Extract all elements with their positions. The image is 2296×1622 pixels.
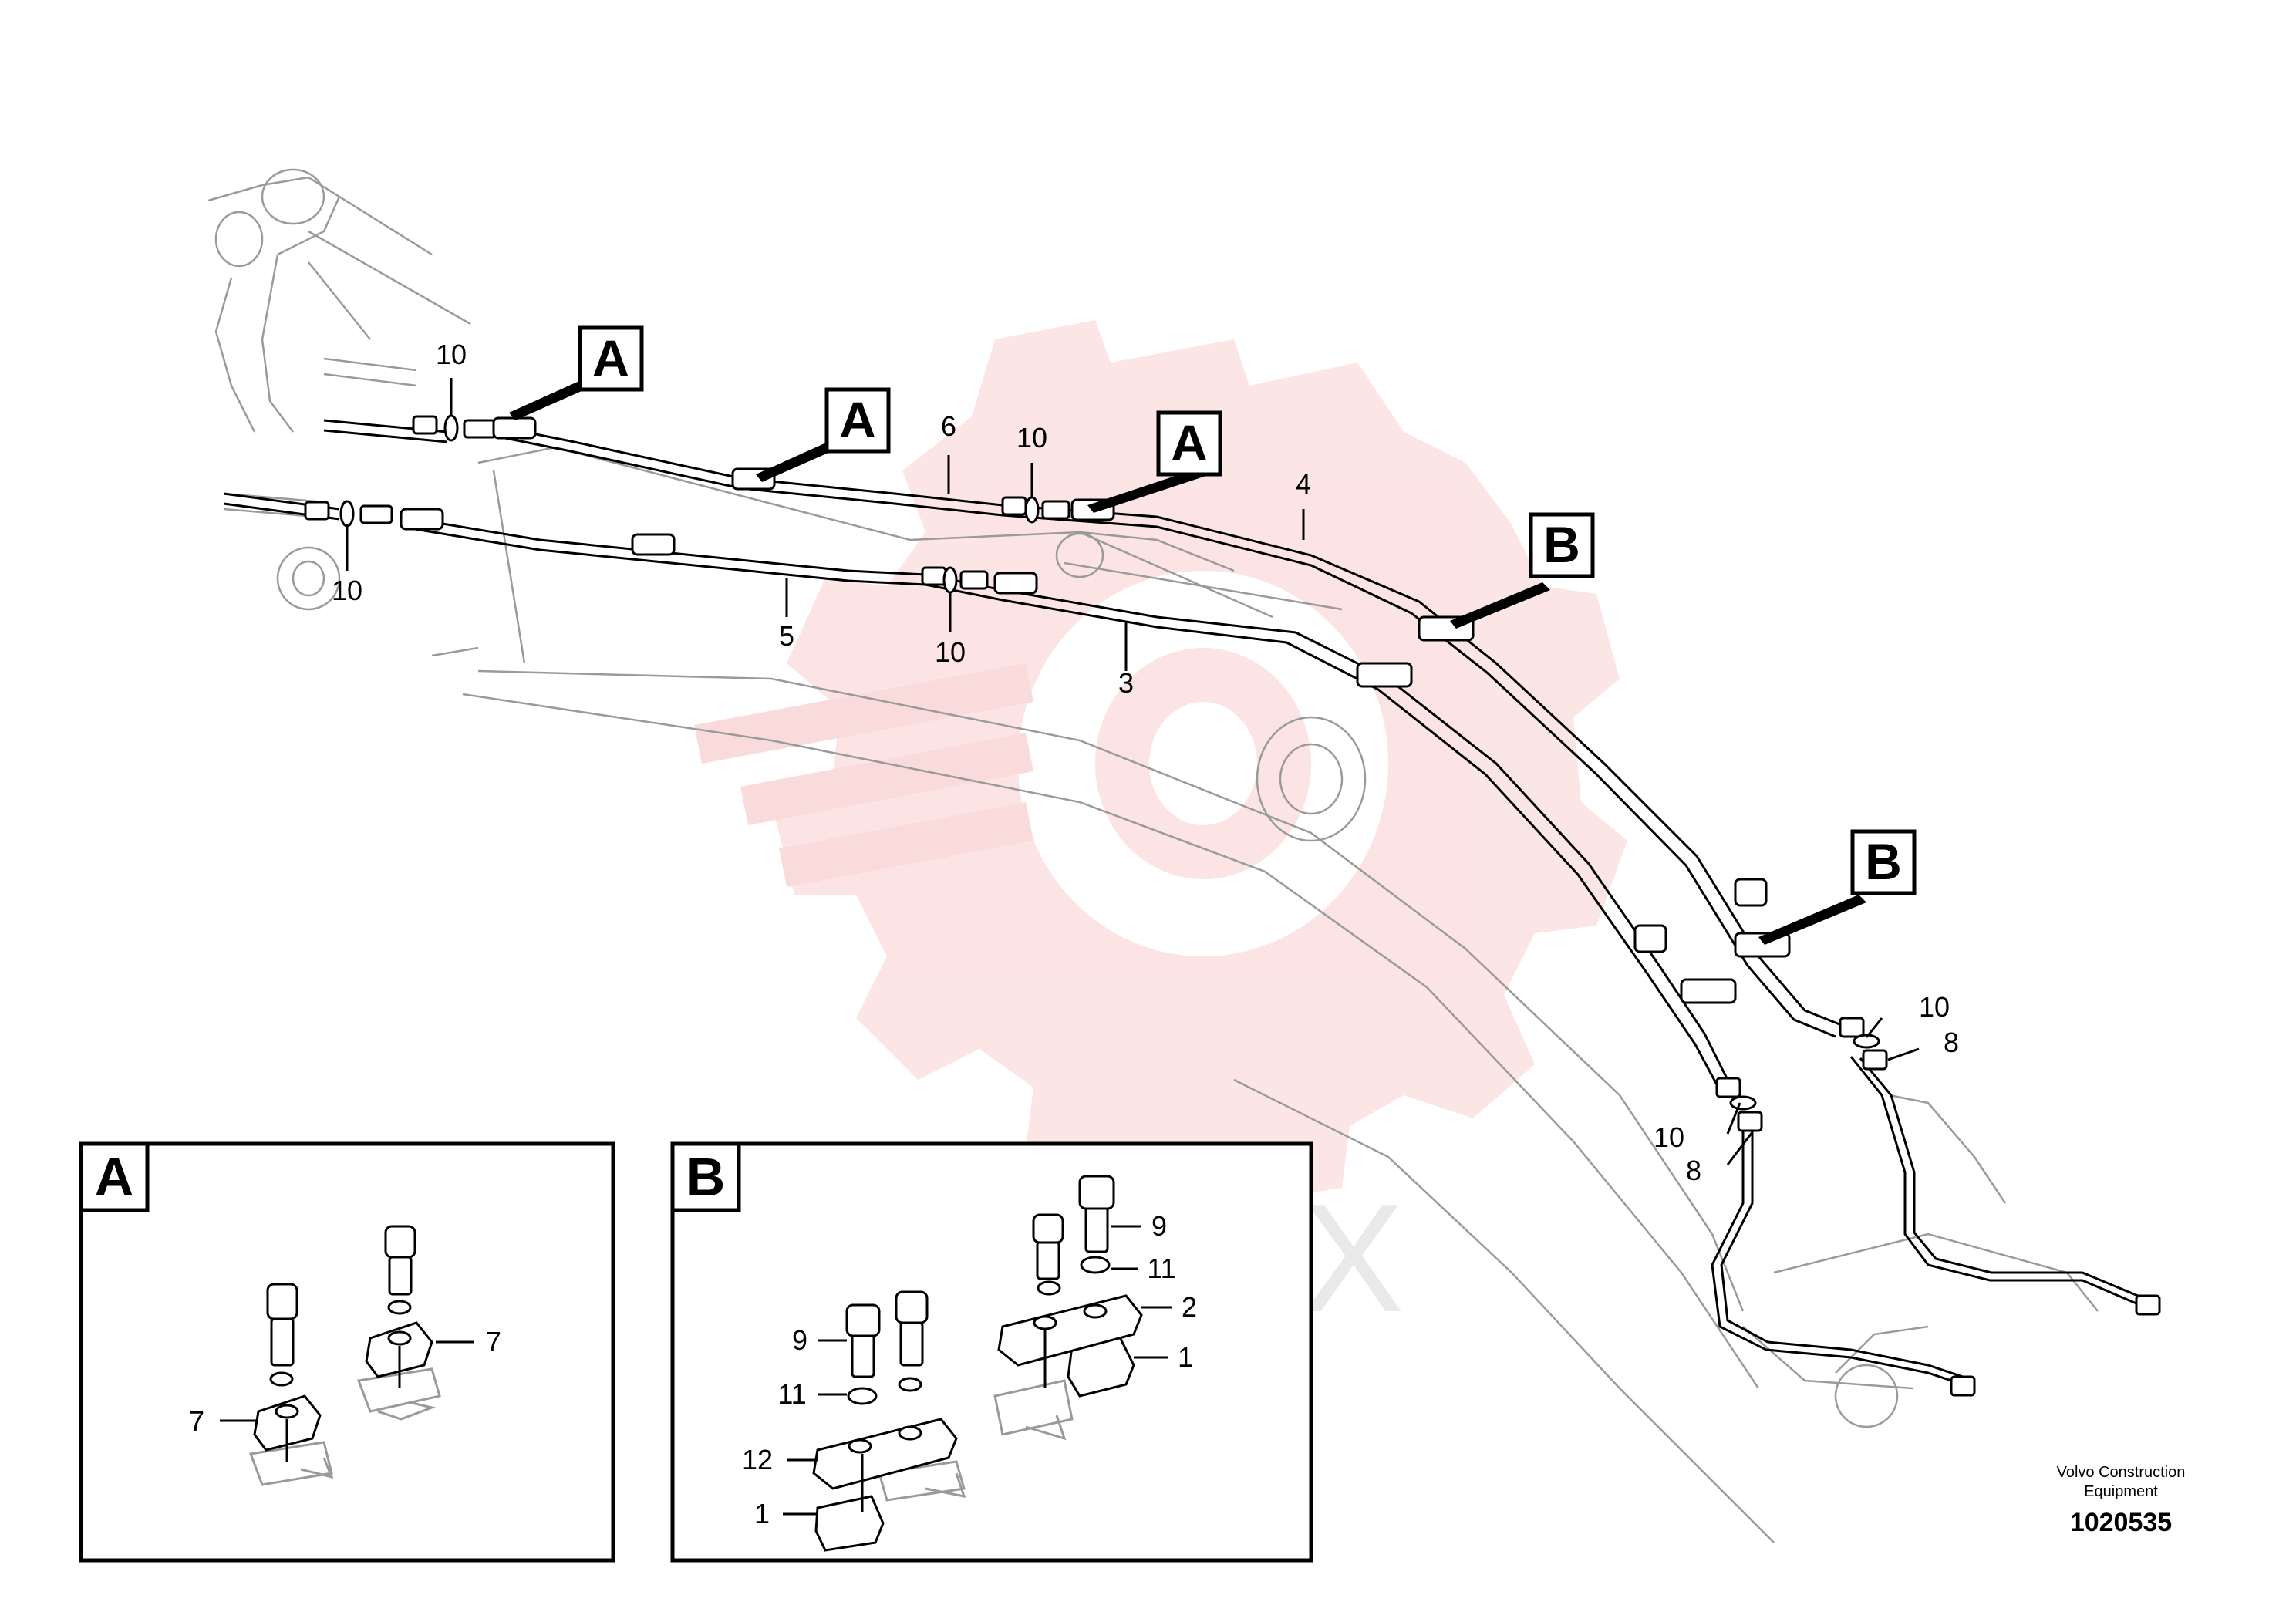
- callout-8-right-lower: 8: [1686, 1155, 1701, 1186]
- detail-a-callout-7-right: 7: [486, 1326, 501, 1357]
- watermark-gear-logo: [694, 320, 1627, 1203]
- callout-3: 3: [1118, 667, 1134, 699]
- section-label-a2: A: [839, 391, 876, 448]
- detail-a-callout-7-left: 7: [189, 1405, 204, 1437]
- section-pointers: [509, 378, 1866, 945]
- detail-b-callout-11-right: 11: [1147, 1253, 1175, 1284]
- detail-b-callout-2: 2: [1182, 1291, 1197, 1323]
- detail-b-callout-11-left: 11: [777, 1378, 806, 1410]
- callout-6: 6: [941, 410, 956, 442]
- pipe-clamps: [400, 416, 1791, 1004]
- callout-4: 4: [1296, 468, 1311, 500]
- boom-structure: [207, 168, 2099, 1543]
- detail-a-title: A: [95, 1147, 134, 1207]
- footer-drawing-number: 1020535: [2070, 1508, 2172, 1537]
- callout-10-lower-mid: 10: [935, 636, 966, 668]
- hose-8-left: [1711, 1126, 1975, 1390]
- footer: Volvo Construction Equipment 1020535: [2057, 1464, 2186, 1537]
- detail-a-clamp-left: [248, 1283, 334, 1486]
- detail-b-callout-1-right: 1: [1178, 1341, 1193, 1373]
- callout-numbers: 10 10 6 10 4 5 10 3 10 8 10 8: [332, 339, 1959, 1186]
- callout-8-right-upper: 8: [1944, 1027, 1959, 1058]
- callout-10-upper-left: 10: [436, 339, 467, 370]
- detail-b-callout-1-left: 1: [754, 1498, 770, 1529]
- callout-10-lower-left: 10: [332, 575, 362, 606]
- fittings: [304, 414, 2161, 1397]
- callout-10-upper-mid: 10: [1017, 422, 1047, 454]
- footer-company-line2: Equipment: [2084, 1483, 2158, 1500]
- section-label-a1: A: [592, 329, 629, 386]
- detail-b-title: B: [686, 1147, 726, 1207]
- section-label-b2: B: [1865, 833, 1902, 890]
- callout-5: 5: [779, 620, 794, 652]
- detail-b-callout-9-left: 9: [792, 1324, 807, 1356]
- pipe-5-lower: [400, 525, 1720, 1088]
- section-label-a3: A: [1171, 414, 1208, 471]
- detail-b-callout-9-right: 9: [1151, 1210, 1167, 1242]
- section-label-boxes: A A A B B: [578, 325, 1917, 895]
- callout-10-right-upper: 10: [1919, 991, 1950, 1023]
- callout-10-right-lower: 10: [1654, 1121, 1684, 1153]
- detail-panel-a: A 7 7: [79, 1141, 615, 1563]
- section-label-b1: B: [1543, 516, 1580, 573]
- footer-company-line1: Volvo Construction: [2057, 1464, 2186, 1481]
- detail-b-assembly-left: [812, 1290, 966, 1552]
- detail-b-assembly-right: [993, 1175, 1143, 1441]
- hose-8-right: [1849, 1056, 2160, 1313]
- leader-lines: [346, 378, 1920, 1165]
- detail-b-callout-12: 12: [742, 1444, 773, 1475]
- detail-panel-b: B: [670, 1141, 1313, 1563]
- detail-a-clamp-right: [356, 1225, 441, 1421]
